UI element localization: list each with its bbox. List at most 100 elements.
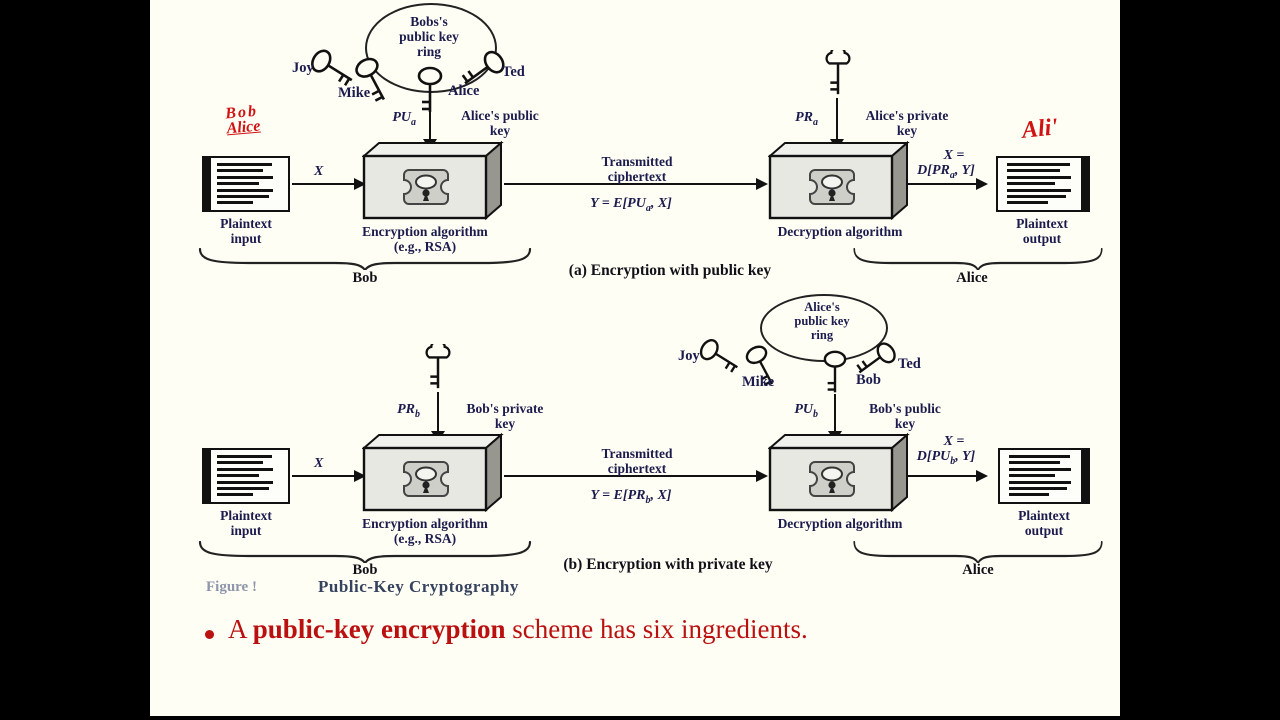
arrow-private-key-b [431,392,446,442]
x-symbol: X [314,164,324,179]
plaintext-label: output [1022,231,1062,246]
key-desc: Alice's private [865,108,949,123]
plaintext-label: output [1024,523,1064,538]
ring-title-line: Bobs's [410,14,448,29]
plaintext-input-doc [202,156,290,212]
section-caption-b: (b) Encryption with private key [563,556,773,573]
arrow-private-key-a [830,98,845,150]
plaintext-input-doc [202,448,290,504]
lock-icon [403,461,449,497]
transmitted-label: Transmitted [601,446,673,461]
brace-label-bob: Bob [352,270,378,286]
key-owner-label: Ted [898,356,921,372]
encryption-box-label: (e.g., RSA) [393,531,457,546]
arrow-output-a [908,177,988,190]
bullet-dot [205,630,214,639]
brace-alice-a [853,248,1103,270]
key-owner-label: Alice [448,83,480,99]
encryption-box-label: Encryption algorithm [362,224,488,239]
brace-label-bob: Bob [352,562,378,578]
plaintext-output-doc [996,156,1090,212]
key-icon [745,345,774,387]
brace-bob-b [198,541,532,563]
plaintext-label: input [230,231,262,246]
key-desc: Alice's public [461,108,539,123]
output-formula-line2: D[PRa, Y] [917,163,975,181]
key-symbol: PUa [392,110,416,128]
key-desc: Bob's private [466,401,544,416]
key-desc: Bob's public [869,401,941,416]
key-owner-label: Joy [678,348,700,364]
lock-icon [403,169,449,205]
output-formula-line1: X = [943,434,965,449]
x-symbol: X [314,456,324,471]
encryption-box-a [362,140,504,220]
output-formula-line1: X = [943,148,965,163]
arrow-x-b [292,469,366,482]
right-letterbox [1120,0,1280,720]
transmitted-label: Transmitted [601,154,673,169]
key-owner-label: Joy [292,60,314,76]
key-symbol: PRa [795,110,818,128]
ring-title-line: ring [810,328,834,342]
figure-title: Public-Key Cryptography [318,577,519,596]
decryption-box-label: Decryption algorithm [777,516,903,531]
handwritten-annotation-left: Alice [225,117,262,138]
ring-title-line: public key [794,314,850,328]
decryption-box-b [768,432,910,512]
figure-number-label: Figure ! [206,579,257,595]
key-desc: key [896,123,918,138]
output-formula-line2: D[PUb, Y] [916,449,976,467]
plaintext-label: Plaintext [1018,508,1070,523]
encryption-box-b [362,432,504,512]
plaintext-label: Plaintext [220,216,272,231]
key-icon [699,339,739,373]
ring-title-line: Alice's [804,300,840,314]
brace-bob-a [198,248,532,270]
encryption-box-label: (e.g., RSA) [393,239,457,254]
section-caption-a: (a) Encryption with public key [568,262,772,279]
key-owner-label: Mike [338,85,371,101]
lock-icon [809,169,855,205]
transmitted-label: ciphertext [607,461,667,476]
bullet-sentence: A public-key encryption scheme has six i… [228,614,808,644]
private-key-icon-a [825,50,851,95]
lock-icon [809,461,855,497]
decryption-box-label: Decryption algorithm [777,224,903,239]
brace-label-alice: Alice [962,562,994,578]
key-owner-label: Bob [856,372,881,388]
key-symbol: PRb [397,402,420,420]
plaintext-output-doc [998,448,1090,504]
key-icon [461,50,505,85]
arrow-public-key-a [423,98,438,150]
decryption-box-a [768,140,910,220]
bottom-letterbox [0,716,1280,720]
ring-title-line: ring [416,44,441,59]
key-owner-label: Ted [502,64,525,80]
brace-label-alice: Alice [956,270,988,286]
key-icon [823,350,847,393]
ring-title-line: public key [399,29,459,44]
cipher-formula: Y = E[PUa, X] [590,196,672,214]
private-key-icon-b [425,344,451,389]
plaintext-label: Plaintext [1016,216,1068,231]
encryption-box-label: Encryption algorithm [362,516,488,531]
arrow-output-b [908,469,988,482]
plaintext-label: input [230,523,262,538]
key-desc: key [494,416,516,431]
arrow-public-key-b [828,394,843,442]
key-desc: key [894,416,916,431]
key-icon [856,342,896,374]
key-owner-label: Mike [742,374,775,390]
key-icon [355,57,386,102]
arrow-ciphertext-a [504,177,768,190]
left-letterbox [0,0,150,720]
cipher-formula: Y = E[PRb, X] [590,488,672,506]
arrow-ciphertext-b [504,469,768,482]
key-desc: key [489,123,511,138]
plaintext-label: Plaintext [220,508,272,523]
brace-alice-b [853,541,1103,563]
arrow-x-a [292,177,366,190]
key-symbol: PUb [794,402,818,420]
